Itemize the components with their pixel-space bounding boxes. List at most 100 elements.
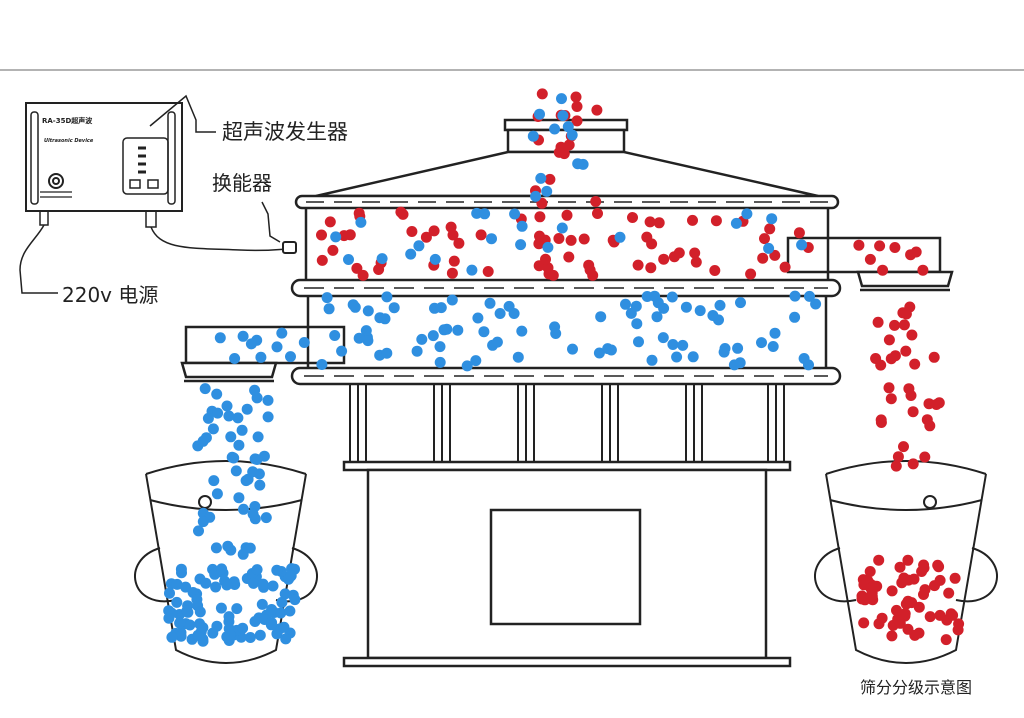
particle-icon	[570, 91, 582, 103]
particle-icon	[221, 400, 233, 412]
particle-icon	[550, 328, 562, 339]
particle-icon	[764, 223, 776, 235]
particle-icon	[796, 239, 808, 251]
particle-icon	[448, 255, 460, 267]
particle-icon	[184, 619, 196, 631]
particle-icon	[347, 299, 359, 311]
particle-icon	[512, 351, 524, 363]
particle-icon	[280, 633, 292, 645]
particle-icon	[343, 254, 354, 265]
particle-icon	[709, 265, 721, 276]
particle-icon	[461, 360, 473, 372]
particle-icon	[527, 130, 539, 142]
particle-icon	[245, 338, 257, 350]
particle-icon	[238, 503, 249, 515]
particle-icon	[210, 581, 222, 593]
particle-icon	[870, 353, 882, 364]
particle-icon	[549, 123, 561, 135]
particle-icon	[200, 577, 212, 589]
particle-icon	[687, 214, 698, 226]
particle-icon	[572, 158, 584, 170]
particle-icon	[182, 606, 194, 618]
particle-icon	[646, 354, 658, 366]
particle-icon	[536, 88, 548, 100]
particle-icon	[883, 382, 895, 394]
particles	[163, 88, 965, 647]
particle-icon	[756, 337, 767, 349]
particle-icon	[793, 227, 805, 239]
particle-icon	[900, 308, 912, 320]
particle-icon	[947, 609, 959, 621]
particle-icon	[714, 299, 726, 311]
particle-icon	[210, 542, 222, 554]
particle-icon	[929, 580, 940, 592]
particle-icon	[889, 350, 901, 362]
particle-icon	[896, 577, 908, 589]
particle-icon	[902, 623, 914, 635]
particle-icon	[886, 585, 898, 597]
particle-icon	[690, 256, 702, 268]
particle-icon	[180, 581, 192, 593]
particle-icon	[503, 300, 515, 312]
particle-icon	[779, 261, 791, 273]
particle-icon	[651, 311, 663, 323]
particle-icon	[803, 359, 814, 371]
particle-icon	[894, 617, 906, 629]
particle-icon	[237, 622, 249, 634]
particle-icon	[478, 326, 490, 338]
particle-icon	[232, 412, 244, 424]
particle-icon	[233, 492, 245, 504]
particle-icon	[769, 327, 781, 339]
particle-icon	[214, 332, 226, 344]
particle-icon	[633, 336, 644, 348]
particle-icon	[229, 353, 241, 364]
particle-icon	[872, 316, 884, 328]
particle-icon	[255, 351, 267, 363]
particle-icon	[472, 312, 484, 324]
particle-icon	[645, 262, 657, 274]
particle-icon	[224, 628, 236, 640]
particle-icon	[907, 406, 919, 418]
particle-icon	[202, 412, 214, 424]
particle-icon	[515, 239, 527, 251]
particle-icon	[592, 208, 603, 219]
particle-icon	[199, 383, 211, 395]
particle-icon	[763, 242, 775, 254]
particle-icon	[284, 605, 296, 617]
particle-icon	[534, 108, 545, 120]
particle-icon	[271, 341, 283, 353]
particle-icon	[262, 411, 274, 423]
particle-icon	[940, 634, 952, 646]
particle-icon	[225, 431, 237, 443]
particle-icon	[735, 297, 746, 309]
particle-icon	[677, 339, 689, 351]
particle-icon	[252, 431, 264, 443]
particle-icon	[289, 594, 301, 606]
particle-icon	[810, 298, 822, 310]
particle-icon	[434, 341, 446, 353]
particle-icon	[257, 578, 269, 590]
particle-icon	[271, 628, 283, 640]
particle-icon	[355, 216, 367, 228]
particle-icon	[271, 564, 283, 576]
particle-icon	[687, 351, 699, 363]
particle-icon	[789, 290, 801, 302]
particle-icon	[482, 266, 494, 277]
particle-icon	[226, 451, 238, 463]
particle-icon	[877, 264, 889, 276]
particle-icon	[316, 254, 328, 266]
particle-icon	[249, 384, 261, 396]
particle-icon	[362, 305, 374, 317]
particle-icon	[406, 226, 418, 237]
particle-icon	[411, 345, 423, 357]
particle-icon	[494, 308, 506, 319]
particle-icon	[413, 240, 425, 252]
particle-icon	[434, 356, 446, 368]
particle-icon	[275, 607, 287, 619]
particle-icon	[923, 398, 935, 410]
particle-icon	[789, 311, 801, 323]
particle-icon	[590, 196, 602, 207]
particle-icon	[486, 233, 497, 245]
particle-icon	[627, 212, 638, 223]
